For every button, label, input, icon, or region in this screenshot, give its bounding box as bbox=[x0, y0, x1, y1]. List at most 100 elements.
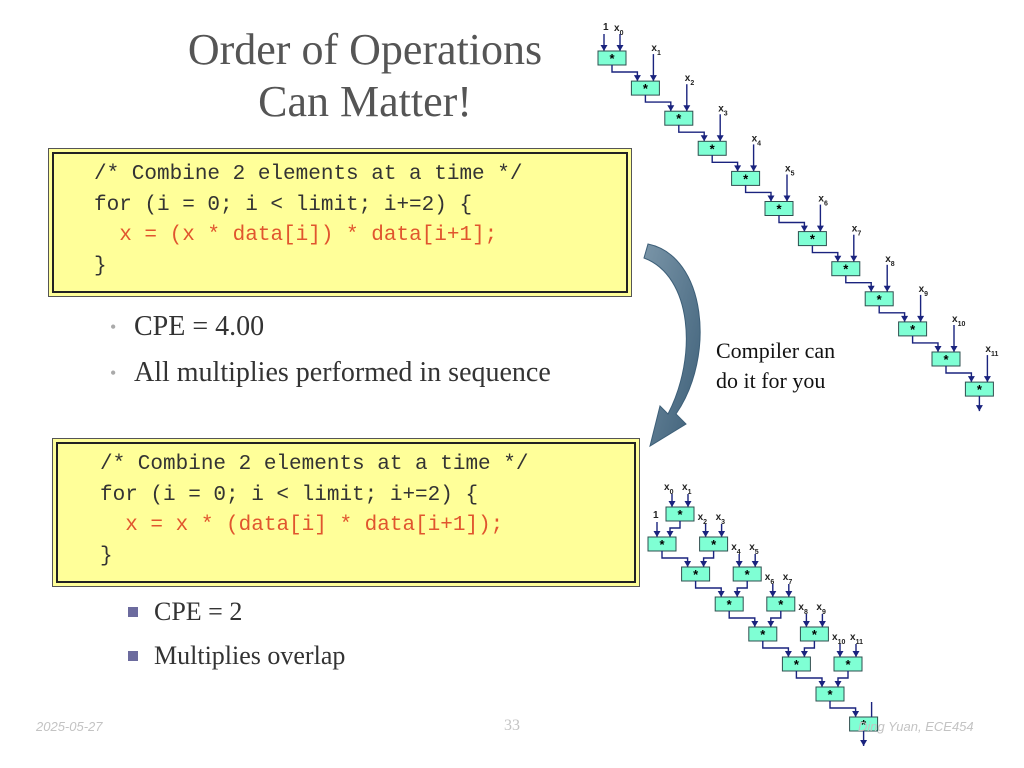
wire bbox=[611, 65, 639, 82]
arrowhead bbox=[751, 561, 759, 567]
wire bbox=[795, 671, 823, 687]
arrowhead bbox=[967, 376, 975, 383]
multiply-symbol: * bbox=[827, 687, 833, 702]
arrowhead bbox=[983, 376, 991, 383]
multiply-symbol: * bbox=[727, 597, 733, 612]
bullet-item: • All multiplies performed in sequence bbox=[110, 350, 551, 396]
bullets-reassociated: CPE = 2 Multiplies overlap bbox=[128, 590, 345, 678]
input-label: x3 bbox=[718, 103, 728, 117]
wire bbox=[778, 215, 806, 232]
multiply-symbol: * bbox=[609, 51, 615, 66]
input-label: x0 bbox=[614, 23, 624, 37]
title-line-2: Can Matter! bbox=[258, 77, 472, 126]
arrowhead bbox=[666, 531, 674, 537]
multiply-symbol: * bbox=[693, 567, 699, 582]
multiply-symbol: * bbox=[910, 322, 916, 337]
multiply-symbol: * bbox=[877, 292, 883, 307]
wire bbox=[711, 155, 739, 172]
arrowhead bbox=[667, 105, 675, 112]
arrowhead bbox=[850, 255, 858, 262]
input-label: x7 bbox=[852, 224, 862, 238]
input-label: x6 bbox=[765, 572, 775, 586]
wire bbox=[911, 335, 939, 352]
arrowhead bbox=[684, 501, 692, 507]
multiply-symbol: * bbox=[778, 597, 784, 612]
bullet-text: Multiplies overlap bbox=[154, 641, 346, 670]
wire bbox=[644, 95, 672, 112]
input-label: x11 bbox=[985, 344, 998, 358]
wire bbox=[837, 671, 849, 687]
arrowhead bbox=[818, 681, 826, 687]
arrowhead bbox=[950, 346, 958, 352]
input-label: x4 bbox=[752, 133, 762, 147]
input-label: x5 bbox=[749, 542, 759, 556]
arrowhead bbox=[860, 740, 868, 746]
arrowhead bbox=[767, 195, 775, 202]
arrowhead bbox=[683, 105, 691, 112]
arrowhead bbox=[834, 255, 842, 262]
arrowhead bbox=[769, 591, 777, 597]
multiply-symbol: * bbox=[776, 202, 782, 217]
arrowhead bbox=[975, 405, 983, 412]
multiply-symbol: * bbox=[659, 537, 665, 552]
input-label: x1 bbox=[651, 43, 661, 57]
multiply-symbol: * bbox=[845, 657, 851, 672]
arrowhead bbox=[750, 165, 758, 172]
multiply-symbol: * bbox=[760, 627, 766, 642]
arrowhead bbox=[653, 531, 661, 537]
input-label: x8 bbox=[885, 254, 895, 267]
code2-line4: } bbox=[100, 544, 113, 568]
bullet-text: All multiplies performed in sequence bbox=[134, 357, 551, 388]
input-label: x1 bbox=[682, 482, 692, 496]
compiler-note-line1: Compiler can bbox=[716, 338, 836, 363]
code1-line1: /* Combine 2 elements at a time */ bbox=[94, 163, 523, 186]
bullet-item: •CPE = 4.00 bbox=[110, 304, 551, 350]
input-label: x9 bbox=[919, 284, 929, 298]
code-block-sequential: /* Combine 2 elements at a time */ for (… bbox=[52, 152, 628, 293]
footer-page-number: 33 bbox=[504, 717, 520, 734]
arrowhead bbox=[767, 621, 775, 627]
wire bbox=[811, 245, 839, 262]
input-label: 1 bbox=[653, 510, 659, 521]
code2-line2: for (i = 0; i < limit; i+=2) { bbox=[100, 483, 479, 507]
arrowhead bbox=[852, 651, 860, 657]
code1-line4: } bbox=[94, 254, 107, 278]
input-label: x2 bbox=[685, 73, 695, 87]
multiply-symbol: * bbox=[643, 81, 649, 96]
bullets-sequential: •CPE = 4.00 • All multiplies performed in… bbox=[110, 304, 551, 396]
slide-title: Order of Operations Can Matter! bbox=[150, 24, 580, 128]
arrowhead bbox=[784, 651, 792, 657]
multiply-symbol: * bbox=[977, 382, 983, 397]
arrowhead bbox=[802, 621, 810, 627]
wire bbox=[736, 581, 748, 597]
bullet-dot: • bbox=[110, 363, 117, 383]
compiler-note-line2: do it for you bbox=[716, 368, 826, 393]
wire bbox=[728, 611, 756, 627]
arrowhead bbox=[718, 531, 726, 537]
wire bbox=[770, 611, 782, 627]
wire bbox=[744, 185, 772, 202]
wire bbox=[702, 551, 715, 567]
wire bbox=[829, 701, 857, 717]
code1-line3: x = (x * data[i]) * data[i+1]; bbox=[119, 224, 498, 247]
code2-line1: /* Combine 2 elements at a time */ bbox=[100, 453, 529, 476]
arrowhead bbox=[633, 75, 641, 82]
wire bbox=[762, 641, 790, 657]
multiply-symbol: * bbox=[943, 352, 949, 367]
arrowhead bbox=[735, 561, 743, 567]
arrowhead bbox=[600, 45, 608, 51]
arrowhead bbox=[717, 591, 725, 597]
wire bbox=[661, 551, 689, 567]
arrowhead bbox=[867, 285, 875, 292]
input-label: x0 bbox=[664, 482, 674, 496]
bullet-text: CPE = 4.00 bbox=[134, 311, 265, 342]
arrowhead bbox=[852, 711, 860, 717]
bullet-square bbox=[128, 607, 138, 617]
input-label: 1 bbox=[603, 22, 609, 33]
multiply-symbol: * bbox=[843, 262, 849, 277]
arrowhead bbox=[700, 561, 708, 567]
input-label: x6 bbox=[818, 194, 828, 208]
multiply-symbol: * bbox=[745, 567, 751, 582]
